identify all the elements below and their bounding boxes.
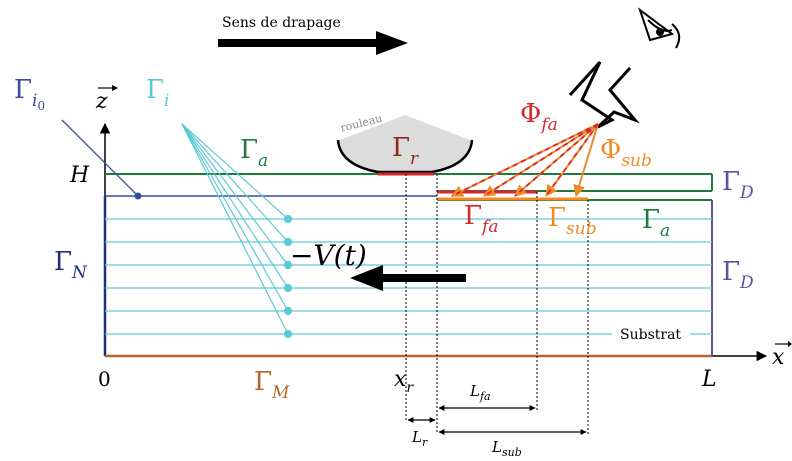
gamma-sub-label: Γsub: [548, 203, 597, 239]
z-axis-label: z: [95, 89, 108, 114]
gamma-M-label: ΓM: [254, 367, 290, 403]
gamma-r-label: Γr: [392, 133, 419, 169]
gamma-i-pointers: [181, 123, 293, 339]
velocity-label: −V(t): [290, 239, 367, 272]
substrate-label: Substrat: [620, 327, 681, 343]
laser-rays-fa: [451, 123, 599, 197]
origin-label: 0: [98, 367, 111, 391]
gamma-D-mid-label: ΓD: [722, 257, 754, 293]
length-label: L: [701, 367, 717, 392]
dimension-guides: [405, 174, 589, 434]
eye-icon: [638, 7, 681, 49]
gamma-fa-label: Γfa: [464, 201, 498, 237]
drape-direction-label: Sens de drapage: [222, 15, 341, 31]
L-sub-label: Lsub: [491, 438, 522, 459]
phi-fa-label: Φfa: [520, 99, 558, 135]
gamma-D-top-label: ΓD: [722, 167, 754, 203]
x-r-label: xr: [394, 367, 414, 396]
gamma-N-label: ΓN: [54, 247, 88, 283]
L-r-label: Lr: [411, 428, 428, 449]
roller-shape: [336, 115, 474, 174]
drape-direction-arrow: [218, 31, 408, 55]
gamma-a-left-label: Γa: [240, 135, 268, 171]
height-label: H: [69, 163, 90, 188]
gamma-i-label: Γi: [146, 75, 169, 111]
gamma-i0-label: Γi0: [14, 75, 45, 113]
L-fa-label: Lfa: [469, 382, 491, 403]
gamma-i0-pointer: [61, 119, 142, 200]
velocity-arrow: [350, 265, 466, 291]
gamma-a-right-label: Γa: [642, 205, 670, 241]
laser-head-icon: [568, 60, 640, 129]
phi-sub-label: Φsub: [600, 135, 652, 171]
ply-lines: [105, 218, 712, 335]
x-axis-label: x: [772, 345, 785, 370]
